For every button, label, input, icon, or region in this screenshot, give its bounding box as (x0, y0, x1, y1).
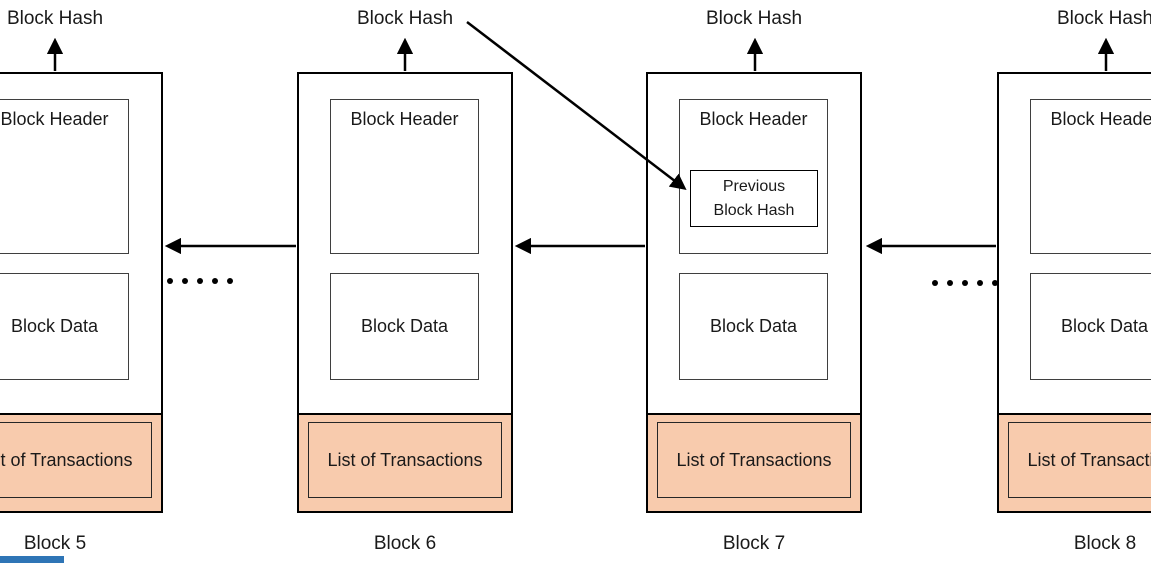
block8-container: Block Header Block Data List of Transact… (997, 72, 1151, 513)
block6-header-box: Block Header (330, 99, 479, 254)
block5-transactions-box: List of Transactions (0, 422, 152, 498)
block8-hash-label: Block Hash (1056, 8, 1151, 29)
block5-header-box: Block Header (0, 99, 129, 254)
block6-data-box: Block Data (330, 273, 479, 380)
bottom-left-artifact-bar (0, 556, 64, 563)
block7-header-box: Block Header Previous Block Hash (679, 99, 828, 254)
block7-transactions-band: List of Transactions (648, 413, 860, 511)
block5-hash-label: Block Hash (6, 8, 104, 29)
previous-hash-line1: Previous (722, 177, 786, 195)
block8-transactions-box: List of Transactions (1008, 422, 1151, 498)
block8-transactions-band: List of Transactions (999, 413, 1151, 511)
continuation-dots-left-icon (167, 278, 233, 284)
previous-hash-line2: Block Hash (713, 201, 795, 219)
block6-name-label: Block 6 (373, 533, 437, 554)
block7-data-box: Block Data (679, 273, 828, 380)
block6-transactions-band: List of Transactions (299, 413, 511, 511)
block5-name-label: Block 5 (23, 533, 87, 554)
block8-header-box: Block Header (1030, 99, 1151, 254)
block7-header-label: Block Header (699, 109, 808, 129)
block8-name-label: Block 8 (1073, 533, 1137, 554)
block7-hash-label: Block Hash (705, 8, 803, 29)
block7-container: Block Header Previous Block Hash Block D… (646, 72, 862, 513)
block5-data-box: Block Data (0, 273, 129, 380)
block7-transactions-box: List of Transactions (657, 422, 851, 498)
block6-hash-label: Block Hash (356, 8, 454, 29)
block6-container: Block Header Block Data List of Transact… (297, 72, 513, 513)
block5-container: Block Header Block Data List of Transact… (0, 72, 163, 513)
block7-name-label: Block 7 (722, 533, 786, 554)
block5-transactions-band: List of Transactions (0, 413, 161, 511)
block6-transactions-box: List of Transactions (308, 422, 502, 498)
block8-data-box: Block Data (1030, 273, 1151, 380)
continuation-dots-right-icon (932, 280, 998, 286)
block7-previous-hash-box: Previous Block Hash (690, 170, 818, 227)
